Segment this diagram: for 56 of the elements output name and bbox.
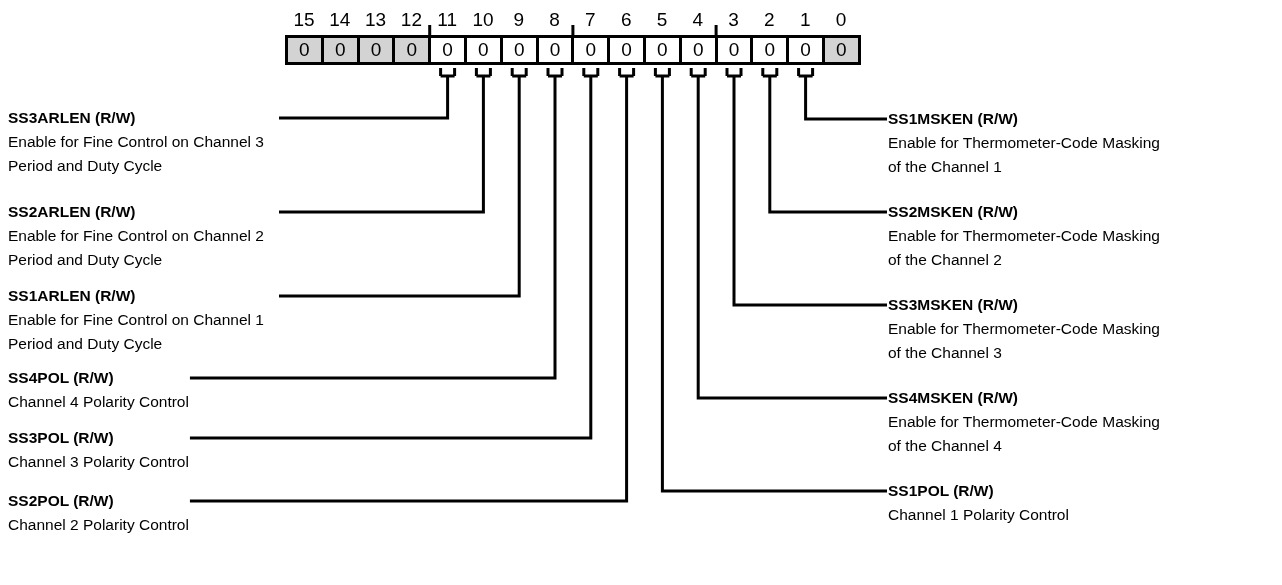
bit-number: 11 [436, 9, 459, 31]
bit-cell: 0 [786, 35, 825, 65]
field-text: Channel 1 Polarity Control [888, 505, 1070, 525]
bit-cell: 0 [607, 35, 646, 65]
bit-number: 5 [655, 9, 669, 31]
leader-line [188, 66, 564, 380]
bit-cell: 0 [822, 35, 861, 65]
bit-number: 7 [584, 9, 597, 31]
bit-number: 4 [691, 9, 705, 31]
bit-number: 2 [763, 9, 776, 31]
bit-cell: 0 [428, 35, 467, 65]
bit-number: 9 [512, 9, 526, 31]
leader-line [761, 66, 889, 214]
bit-number: 0 [834, 9, 848, 31]
bit-number: 6 [619, 9, 633, 31]
bit-cell: 0 [464, 35, 503, 65]
field-name: SS1MSKEN (R/W) [888, 109, 1020, 129]
bit-number: 12 [399, 9, 423, 31]
leader-line [797, 66, 889, 121]
field-name: SS2POL (R/W) [8, 491, 115, 511]
field-name: SS1POL (R/W) [888, 481, 995, 501]
field-text: Enable for Thermometer-Code Masking of the Channel 1 [888, 133, 1161, 177]
bit-number: 13 [364, 9, 388, 31]
field-name: SS2ARLEN (R/W) [8, 202, 137, 222]
field-name: SS1ARLEN (R/W) [8, 286, 137, 306]
bit-number: 8 [548, 9, 561, 31]
leader-line [725, 66, 889, 307]
bit-number: 15 [292, 9, 316, 31]
bit-number: 10 [471, 9, 495, 31]
leader-line [653, 66, 889, 493]
field-text: Enable for Thermometer-Code Masking of the Channel 2 [888, 226, 1161, 270]
bit-number: 3 [727, 9, 740, 31]
field-text: Enable for Thermometer-Code Masking of the Channel 3 [888, 319, 1161, 363]
leader-line [188, 66, 636, 503]
field-name: SS2MSKEN (R/W) [888, 202, 1020, 222]
bit-number: 1 [798, 9, 812, 31]
field-name: SS3POL (R/W) [8, 428, 115, 448]
field-text: Channel 2 Polarity Control [8, 515, 189, 535]
field-text: Enable for Thermometer-Code Masking of the Channel 4 [888, 412, 1161, 456]
field-text: Channel 3 Polarity Control [8, 452, 189, 472]
field-name: SS4MSKEN (R/W) [888, 388, 1020, 408]
field-name: SS3ARLEN (R/W) [8, 108, 137, 128]
field-name: SS3MSKEN (R/W) [888, 295, 1020, 315]
leader-line [689, 66, 889, 400]
field-text: Enable for Fine Control on Channel 2 Period and Duty Cycle [8, 226, 265, 270]
field-text: Enable for Fine Control on Channel 3 Period and Duty Cycle [8, 132, 265, 176]
leader-line [188, 66, 600, 440]
leader-line [277, 66, 528, 298]
bit-number: 14 [328, 9, 352, 31]
bit-cell: 0 [643, 35, 682, 65]
bit-cell: 0 [285, 35, 324, 65]
leader-line [277, 66, 492, 214]
field-name: SS4POL (R/W) [8, 368, 115, 388]
field-text: Channel 4 Polarity Control [8, 392, 189, 412]
leader-line [277, 66, 457, 120]
field-text: Enable for Fine Control on Channel 1 Period and Duty Cycle [8, 310, 265, 354]
